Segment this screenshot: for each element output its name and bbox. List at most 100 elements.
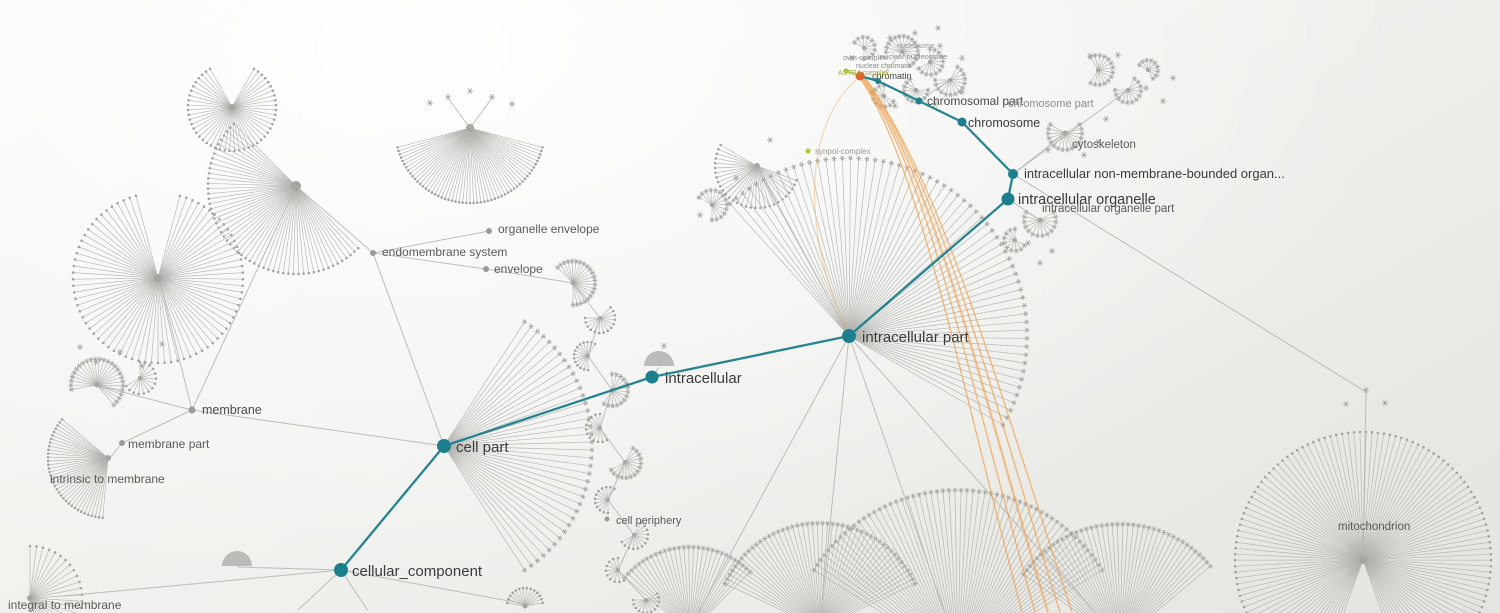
gray-edges [63, 51, 1367, 613]
node-astra-complex[interactable] [843, 68, 849, 74]
star-node [1086, 53, 1094, 59]
label-intrinsic-to-membrane[interactable]: intrinsic to membrane [50, 472, 165, 486]
graph-edge [297, 569, 342, 611]
star-node [1044, 147, 1052, 153]
graph-labels[interactable]: cellular_component cell part intracellular… [8, 43, 1410, 612]
node-cell-part[interactable] [437, 439, 451, 453]
graph-edge [711, 165, 758, 206]
satellite-star-nodes [76, 25, 1389, 407]
label-intracellular-organelle-part[interactable]: intracellular organelle part [1042, 203, 1175, 215]
selected-path-edge [877, 79, 920, 103]
label-chromosome[interactable]: chromosome [968, 116, 1040, 130]
graph-edge [918, 79, 951, 102]
label-nucleosome[interactable]: nucleosome [897, 43, 935, 50]
label-nuclear-chromatin[interactable]: nuclear chromatin [856, 63, 912, 70]
label-chromosome-part[interactable]: chromosome part [1008, 98, 1094, 110]
half-dome-cluster [222, 551, 252, 566]
label-mitochondrion[interactable]: mitochondrion [1338, 521, 1410, 533]
node-intracellular-organelle[interactable] [1001, 192, 1015, 206]
selected-path-edge [443, 375, 653, 448]
star-node [1142, 85, 1150, 91]
label-own-complex[interactable]: own-complex [843, 53, 887, 62]
label-nuclear-nucleosome[interactable]: nuclear nucleosome [880, 52, 947, 61]
highlight-edge [814, 79, 857, 329]
label-intracellular-organelle[interactable]: intracellular organelle [1018, 192, 1156, 208]
node-synpol-complex[interactable] [805, 148, 811, 154]
node-organelle-envelope[interactable] [486, 228, 492, 234]
selected-path-edge [918, 99, 963, 124]
highlight-edge [860, 78, 1023, 613]
label-chromosomal-part[interactable]: chromosomal part [927, 94, 1024, 108]
graph-edge [191, 185, 297, 411]
fan-cluster [1136, 57, 1161, 82]
node-nucleosome[interactable] [855, 71, 865, 81]
label-cell-periphery[interactable]: cell periphery [616, 515, 682, 527]
label-endomembrane-system[interactable]: endomembrane system [382, 245, 507, 259]
label-membrane-part[interactable]: membrane part [128, 437, 210, 451]
half-dome-cluster [644, 351, 674, 366]
fan-cluster [206, 122, 360, 276]
graph-nodes[interactable] [119, 68, 1018, 578]
graph-edge [572, 282, 601, 319]
node-chromatin[interactable] [875, 78, 881, 84]
node-cell-periphery[interactable] [604, 516, 610, 522]
star-node [1080, 152, 1088, 158]
fan-cluster [443, 319, 595, 573]
label-membrane[interactable]: membrane [202, 403, 262, 417]
highlight-edge [863, 75, 1073, 613]
star-node [426, 100, 434, 106]
star-node [886, 35, 894, 41]
fan-cluster [1087, 52, 1116, 88]
graph-edge [587, 355, 613, 391]
graph-edge [820, 335, 850, 613]
fan-cluster [186, 67, 278, 153]
label-cell-part[interactable]: cell part [456, 439, 509, 456]
fan-cluster [27, 544, 84, 613]
star-node [732, 175, 740, 181]
node-intracellular[interactable] [645, 370, 659, 384]
label-chromatin[interactable]: chromatin [872, 71, 912, 81]
fan-cluster [584, 412, 609, 444]
star-node [1114, 52, 1122, 58]
highlight-edge [861, 77, 1036, 613]
node-non-membrane-bounded-organelle[interactable] [1008, 169, 1018, 179]
fan-cluster [620, 521, 650, 551]
label-integral-to-membrane[interactable]: integral to membrane [8, 598, 122, 612]
label-cytoskeleton[interactable]: cytoskeleton [1072, 139, 1136, 151]
highlight-edge-bundle [814, 75, 1073, 613]
node-chromosome[interactable] [957, 117, 967, 127]
label-synpol-complex[interactable]: synpol-complex [815, 147, 871, 156]
graph-edge [848, 335, 946, 613]
star-node [116, 349, 124, 355]
node-envelope[interactable] [483, 266, 489, 272]
star-node [936, 43, 944, 49]
fan-cluster [1233, 430, 1493, 613]
node-cellular-component[interactable] [334, 563, 348, 577]
fan-cluster [601, 371, 631, 409]
node-chromosomal-part[interactable] [915, 97, 923, 105]
fan-cluster [883, 33, 921, 69]
star-node [958, 89, 966, 95]
label-envelope[interactable]: envelope [494, 262, 543, 276]
star-node [958, 55, 966, 61]
label-non-membrane-bounded-organelle[interactable]: intracellular non-membrane-bounded organ… [1024, 166, 1285, 181]
graph-edge [469, 97, 493, 129]
node-endomembrane-system[interactable] [370, 250, 376, 256]
fan-cluster [1021, 209, 1059, 239]
node-membrane[interactable] [188, 406, 196, 414]
graph-edge [98, 385, 193, 411]
graph-edge [447, 97, 471, 129]
label-organelle-envelope[interactable]: organelle envelope [498, 222, 600, 236]
node-membrane-part[interactable] [119, 440, 125, 446]
label-intracellular[interactable]: intracellular [665, 370, 742, 387]
star-node [1036, 260, 1044, 266]
fan-cluster [713, 143, 798, 210]
node-intracellular-part[interactable] [842, 329, 856, 343]
label-cellular-component[interactable]: cellular_component [352, 563, 483, 580]
label-astra-complex[interactable]: ASTRA complex [838, 70, 889, 77]
graph-edge [599, 389, 613, 429]
dome-shapes [222, 351, 674, 566]
label-intracellular-part[interactable]: intracellular part [862, 329, 970, 346]
highlight-edge [862, 77, 1049, 613]
